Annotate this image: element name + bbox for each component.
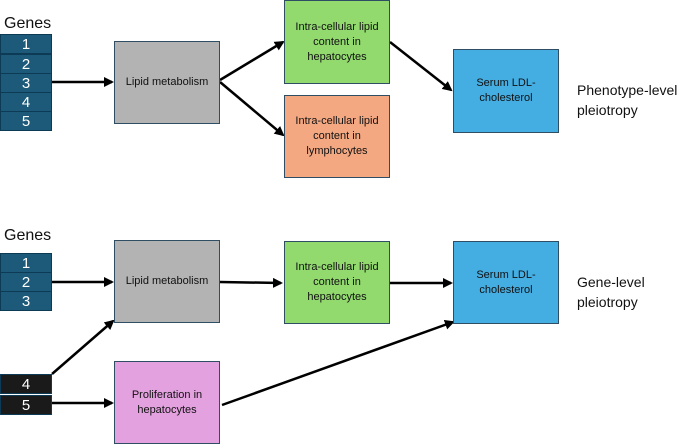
arrow-hepatocytes-to-serum-ldl xyxy=(389,41,453,92)
lymphocytes-lipid-box: Intra-cellular lipid content in lymphocy… xyxy=(284,95,390,178)
lipid-metabolism-box-2: Lipid metabolism xyxy=(114,240,220,323)
arrow-gene4-to-lipid-metabolism xyxy=(51,319,115,375)
lipid-metabolism-box: Lipid metabolism xyxy=(114,41,220,124)
gene-1-box: 1 xyxy=(0,34,52,54)
arrow-lipid-metabolism-to-lymphocytes xyxy=(219,81,285,137)
arrow-lipid-metabolism-to-hepatocytes xyxy=(219,40,285,82)
serum-ldl-box-2: Serum LDL-cholesterol xyxy=(453,241,559,324)
gene-2-box: 2 xyxy=(0,54,52,74)
arrow-lipid-metabolism-to-hepatocytes-2 xyxy=(219,277,283,288)
serum-ldl-box: Serum LDL-cholesterol xyxy=(453,49,559,133)
gene-2-box-2: 2 xyxy=(0,272,52,292)
phenotype-level-label-line2: pleiotropy xyxy=(577,102,638,118)
gene-5-box: 5 xyxy=(0,111,52,131)
genes-heading-1: Genes xyxy=(4,15,52,32)
gene-level-label: Gene-level pleiotropy xyxy=(577,272,645,312)
gene-5-box-2: 5 xyxy=(0,395,52,415)
gene-level-label-line2: pleiotropy xyxy=(577,294,638,310)
hepatocytes-lipid-box: Intra-cellular lipid content in hepatocy… xyxy=(284,0,390,84)
gene-3-box: 3 xyxy=(0,73,52,93)
proliferation-box: Proliferation in hepatocytes xyxy=(114,361,220,444)
genes-heading-2: Genes xyxy=(4,227,52,244)
arrow-proliferation-to-serum-ldl xyxy=(221,319,455,407)
phenotype-level-label-line1: Phenotype-level xyxy=(577,82,678,98)
phenotype-level-label: Phenotype-level pleiotropy xyxy=(577,80,677,120)
gene-3-box-2: 3 xyxy=(0,291,52,311)
gene-1-box-2: 1 xyxy=(0,253,52,273)
gene-level-label-line1: Gene-level xyxy=(577,274,645,290)
hepatocytes-lipid-box-2: Intra-cellular lipid content in hepatocy… xyxy=(284,241,390,324)
gene-4-box-2: 4 xyxy=(0,374,52,394)
gene-4-box: 4 xyxy=(0,92,52,112)
